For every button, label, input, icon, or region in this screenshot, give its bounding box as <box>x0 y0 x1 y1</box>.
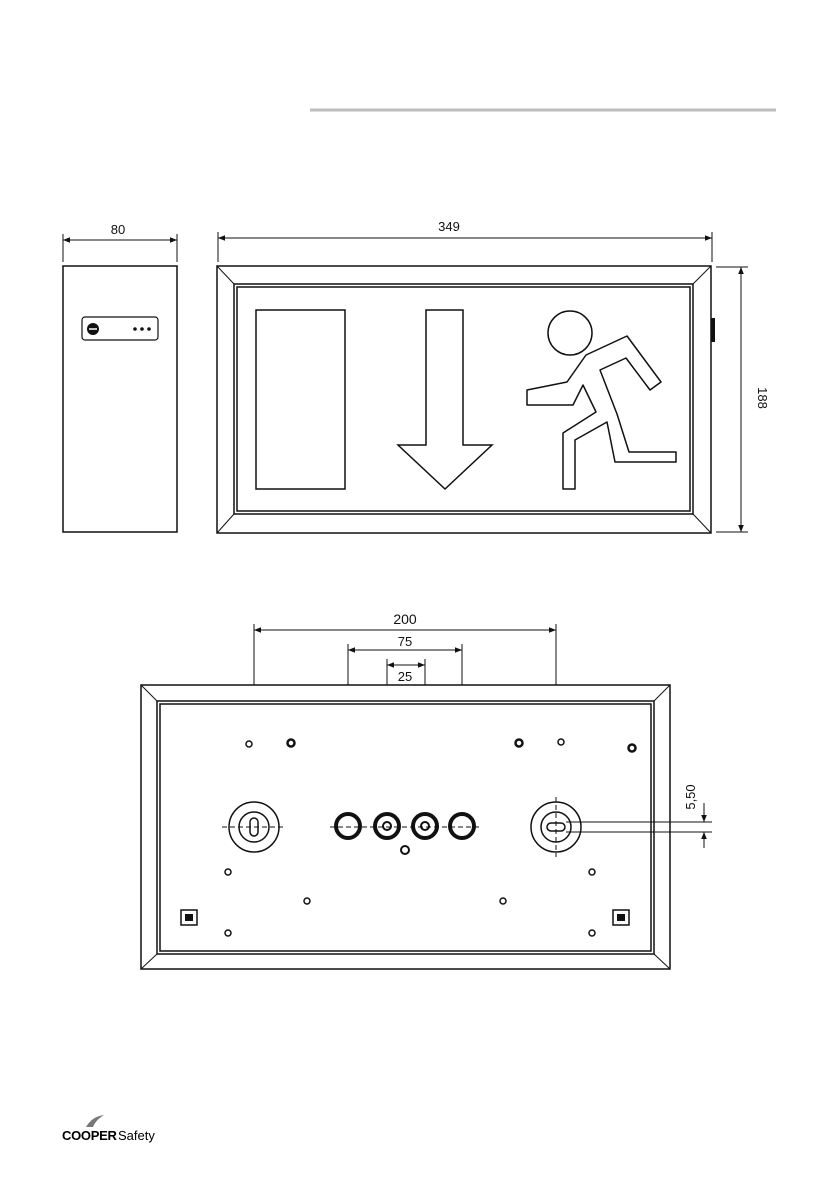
side-knob <box>711 318 715 342</box>
side-profile-icon <box>63 266 177 532</box>
dim-25: 25 <box>398 669 412 684</box>
brand-suffix: Safety <box>118 1128 155 1143</box>
dim-200: 200 <box>393 611 417 627</box>
dim-75: 75 <box>398 634 412 649</box>
dim-side-width: 80 <box>111 222 125 237</box>
dim-front-width: 349 <box>438 219 460 234</box>
exit-sign-icon <box>217 266 711 533</box>
led-dot-2 <box>140 327 144 331</box>
swoosh-icon <box>84 1114 106 1128</box>
rear-view: 200 75 25 <box>141 611 712 969</box>
terminal-block-left <box>181 910 197 925</box>
side-view: 80 <box>63 222 177 532</box>
front-view: 349 188 <box>217 219 770 533</box>
led-dot-3 <box>147 327 151 331</box>
brand-name: COOPER <box>62 1128 117 1143</box>
terminal-block-right <box>613 910 629 925</box>
led-dot-1 <box>133 327 137 331</box>
dim-front-height: 188 <box>755 387 770 409</box>
dim-offset: 5,50 <box>683 784 698 809</box>
